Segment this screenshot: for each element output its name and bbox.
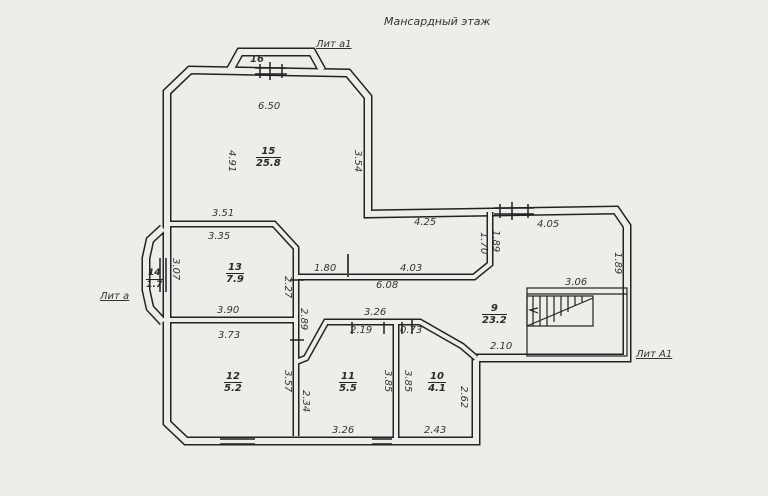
room-area: 4.1 [428, 383, 446, 394]
room-number: 13 [226, 262, 244, 274]
dimension: 6.50 [258, 101, 281, 112]
dimension: 2.62 [458, 386, 469, 409]
room-number: 9 [482, 303, 507, 315]
dimension: 3.73 [218, 330, 241, 341]
dimension: 3.57 [282, 370, 293, 393]
dimension: 2.19 [350, 325, 373, 336]
dimension: 4.25 [414, 217, 437, 228]
dimension: 1.89 [612, 252, 623, 275]
dimension: 1.80 [314, 263, 337, 274]
dimension: 1.70 [478, 232, 489, 255]
dimension: 3.51 [212, 208, 235, 219]
room-area: 23.2 [482, 315, 507, 326]
window-marks [159, 62, 534, 445]
dimension: 3.26 [332, 425, 355, 436]
dimension: 2.89 [298, 308, 309, 331]
dimension: 4.05 [537, 219, 560, 230]
dimension: 2.43 [424, 425, 447, 436]
floor-title: Мансардный этаж [384, 15, 491, 28]
dimension: 3.35 [208, 231, 231, 242]
dimension: 3.06 [565, 277, 588, 288]
room-number: 15 [256, 146, 281, 158]
room-area: 25.8 [256, 158, 281, 169]
dimension: 4.03 [400, 263, 423, 274]
dimension: 4.91 [226, 150, 237, 173]
dimension: 2.10 [490, 341, 513, 352]
room-number: 14 [146, 268, 163, 280]
label-lit-a: Лит а [100, 291, 130, 302]
dimension: 2.34 [300, 390, 311, 413]
dimension: 3.26 [364, 307, 387, 318]
interior-walls [170, 212, 494, 438]
dimension: 0.73 [400, 325, 423, 336]
room-area: 5.2 [224, 383, 242, 394]
dimension: 3.07 [170, 258, 181, 281]
room-area: 7.9 [226, 274, 244, 285]
dimension: 3.54 [352, 150, 363, 173]
dimension: 1.89 [490, 230, 501, 253]
room-number: 12 [224, 371, 242, 383]
dimension: 2.27 [282, 276, 293, 299]
dimension: 6.08 [376, 280, 399, 291]
room-16-number: 16 [250, 54, 264, 65]
room-area: 1.7 [146, 280, 163, 290]
label-lit-A1: Лит А1 [636, 349, 673, 360]
dimension: 3.90 [217, 305, 240, 316]
room-number: 11 [339, 371, 357, 383]
room-area: 5.5 [339, 383, 357, 394]
label-lit-a1: Лит а1 [316, 39, 352, 50]
staircase [526, 287, 628, 357]
dimension: 3.85 [382, 370, 393, 393]
dimension: 3.85 [402, 370, 413, 393]
room-number: 10 [428, 371, 446, 383]
